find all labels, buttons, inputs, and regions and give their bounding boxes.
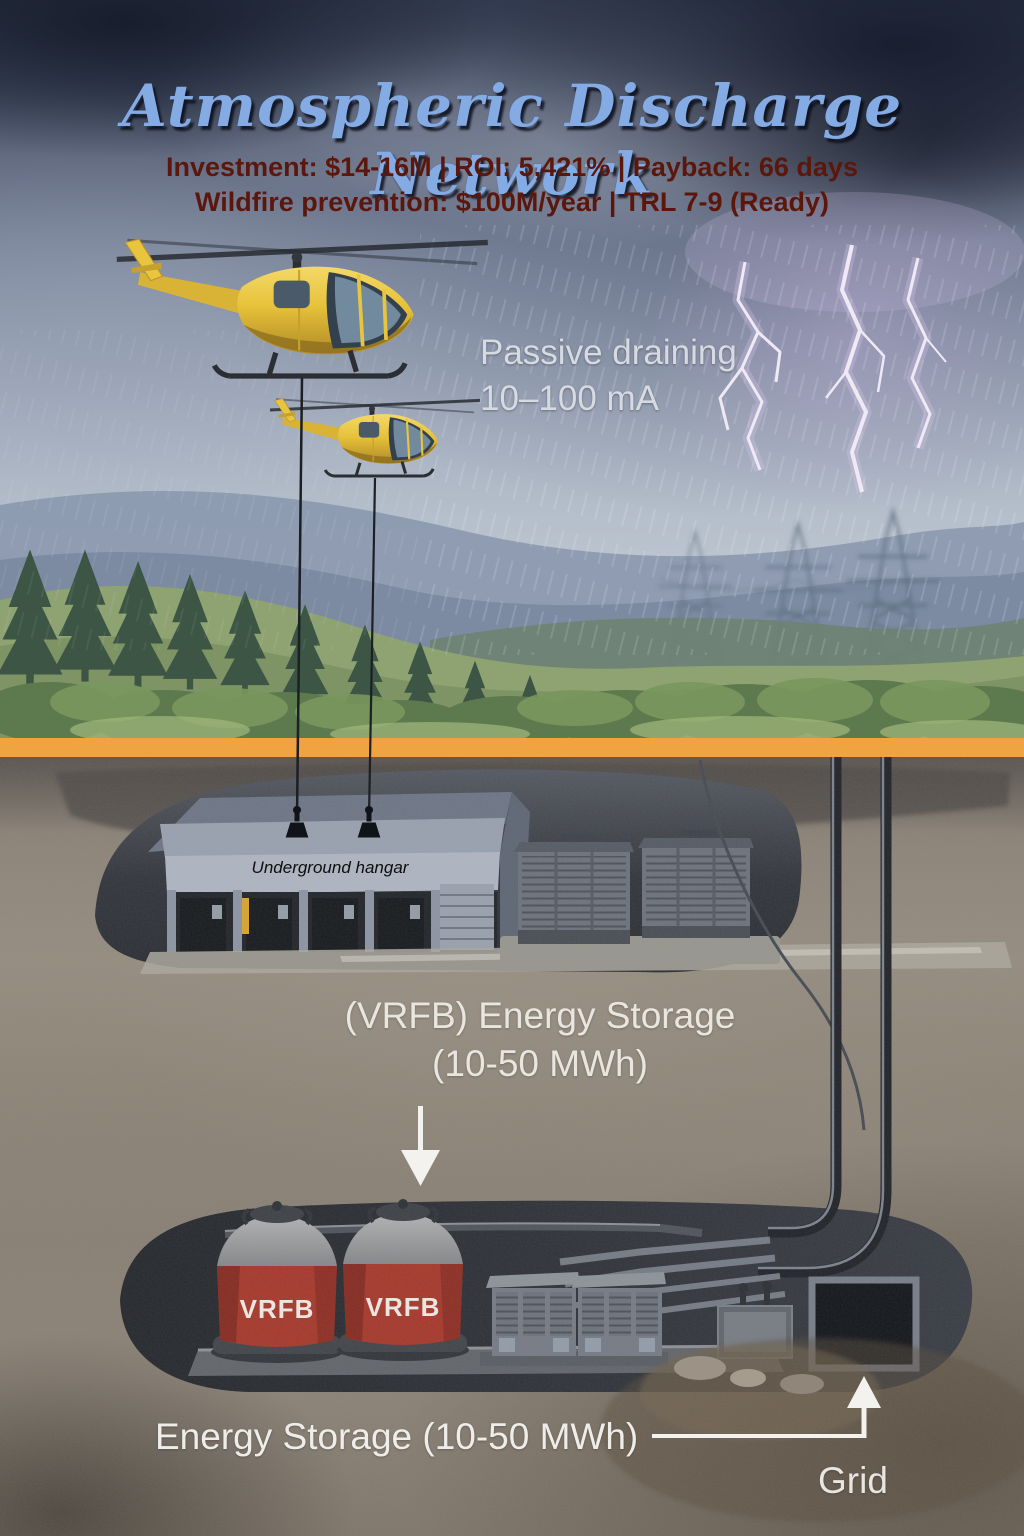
tether-line (295, 377, 304, 819)
grid-arrow-icon (652, 1376, 881, 1438)
rain-overlay (0, 225, 1024, 655)
grid-caption: Grid (818, 1460, 888, 1501)
underground-hangar-label: Underground hangar (251, 858, 409, 877)
vrfb-storage-heading-line-1: (VRFB) Energy Storage (344, 995, 736, 1036)
passive-draining-label: Passive draining 10–100 mA (480, 330, 737, 422)
investment-stats: Investment: $14-16M | ROI: 5,421% | Payb… (0, 150, 1024, 220)
surface-ground-band (0, 738, 1024, 757)
stats-line-1: Investment: $14-16M | ROI: 5,421% | Payb… (166, 152, 858, 182)
passive-draining-line-1: Passive draining (480, 333, 737, 372)
tether-connector (284, 806, 310, 839)
underground-section: VRFB VRFB (0, 757, 1024, 1536)
passive-draining-line-2: 10–100 mA (480, 379, 660, 419)
vrfb-storage-heading-line-2: (10-50 MWh) (432, 1043, 648, 1085)
down-arrow-icon (401, 1106, 440, 1186)
tether-line (367, 477, 377, 819)
tether-connector (356, 806, 382, 839)
vrfb-storage-heading: (VRFB) Energy Storage (10-50 MWh) (300, 992, 780, 1088)
energy-storage-caption: Energy Storage (10-50 MWh) (155, 1416, 639, 1457)
page-title: Atmospheric Discharge Network (121, 72, 903, 208)
stats-line-2: Wildfire prevention: $100M/year | TRL 7-… (195, 187, 829, 218)
